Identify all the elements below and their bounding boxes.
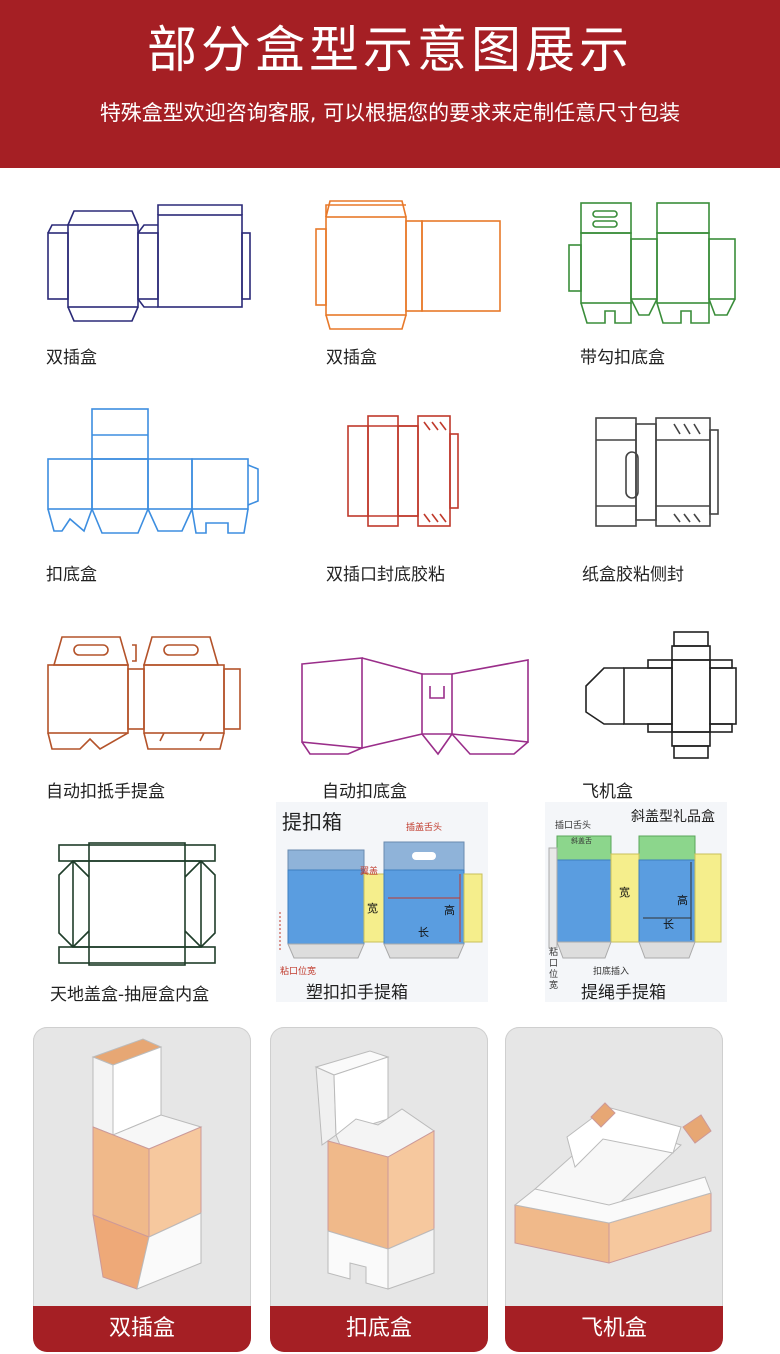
dieline-lock-bottom-blue (40, 405, 270, 540)
label-r2c3: 纸盒胶粘侧封 (582, 565, 684, 585)
diagram-b-glue: 粘口位宽 (549, 948, 559, 991)
dieline-drawer-box (55, 835, 225, 973)
diagram-rope-handle-case: 斜盖型礼品盒 插口舌头 斜盖舌 宽 高 长 粘口位宽 扣底插入 提绳手提箱 (545, 802, 727, 1003)
diagram-b-tag-cover: 斜盖舌 (571, 837, 592, 845)
diagram-a-tag-top: 插盖舌头 (406, 823, 443, 833)
page-title: 部分盒型示意图展示 (147, 21, 633, 79)
label-r2c2: 双插口封底胶粘 (326, 565, 445, 585)
photo-label-lock-bottom: 扣底盒 (270, 1306, 488, 1352)
photo-card-double-tuck: 双插盒 (33, 1027, 251, 1352)
label-r2c1: 扣底盒 (46, 565, 97, 585)
label-r4c2: 塑扣扣手提箱 (306, 983, 408, 1003)
diagram-b-high: 高 (677, 894, 688, 907)
diagram-b-long: 长 (663, 918, 674, 931)
diagram-b-title: 斜盖型礼品盒 (631, 809, 715, 825)
photo-label-mailer: 飞机盒 (505, 1306, 723, 1352)
dieline-auto-bottom-purple (292, 650, 537, 760)
label-r4c1: 天地盖盒-抽屉盒内盒 (50, 985, 210, 1005)
diagram-b-tag-top: 插口舌头 (555, 821, 592, 831)
dieline-side-glued-gray (588, 410, 728, 535)
dieline-double-tuck-orange (312, 195, 512, 335)
photo-label-double-tuck: 双插盒 (33, 1306, 251, 1352)
dieline-mailer-box-black (580, 628, 740, 763)
dieline-double-tuck-navy (40, 195, 251, 335)
photo-card-lock-bottom: 扣底盒 (270, 1027, 488, 1352)
diagram-b-tab: 扣底插入 (593, 967, 630, 977)
diagram-a-tag-side: 翼盖 (360, 867, 379, 877)
label-r4c3: 提绳手提箱 (581, 983, 666, 1003)
label-r1c2: 双插盒 (326, 348, 377, 368)
dieline-hook-bottom-green (565, 195, 745, 335)
label-r1c1: 双插盒 (46, 348, 97, 368)
diagram-handle-case: 提扣箱 插盖舌头 翼盖 宽 高 长 粘口位宽 塑扣扣手提箱 (276, 802, 488, 1003)
diagram-a-long: 长 (418, 926, 429, 939)
label-r3c2: 自动扣底盒 (322, 782, 407, 802)
label-r3c3: 飞机盒 (582, 782, 633, 802)
diagram-a-wide: 宽 (367, 902, 378, 915)
label-r1c3: 带勾扣底盒 (580, 348, 665, 368)
diagram-a-glue: 粘口位宽 (280, 967, 317, 977)
diagram-a-high: 高 (444, 904, 455, 917)
diagram-b-wide: 宽 (619, 886, 630, 899)
diagram-a-title: 提扣箱 (282, 810, 342, 834)
photo-card-mailer: 飞机盒 (505, 1027, 723, 1352)
dieline-handle-box-brown (40, 625, 250, 760)
label-r3c1: 自动扣抵手提盒 (46, 782, 165, 802)
page-subtitle: 特殊盒型欢迎咨询客服, 可以根据您的要求来定制任意尺寸包装 (99, 101, 681, 125)
dieline-glued-bottom-red (338, 410, 468, 535)
header-banner: 部分盒型示意图展示 特殊盒型欢迎咨询客服, 可以根据您的要求来定制任意尺寸包装 (0, 0, 780, 168)
